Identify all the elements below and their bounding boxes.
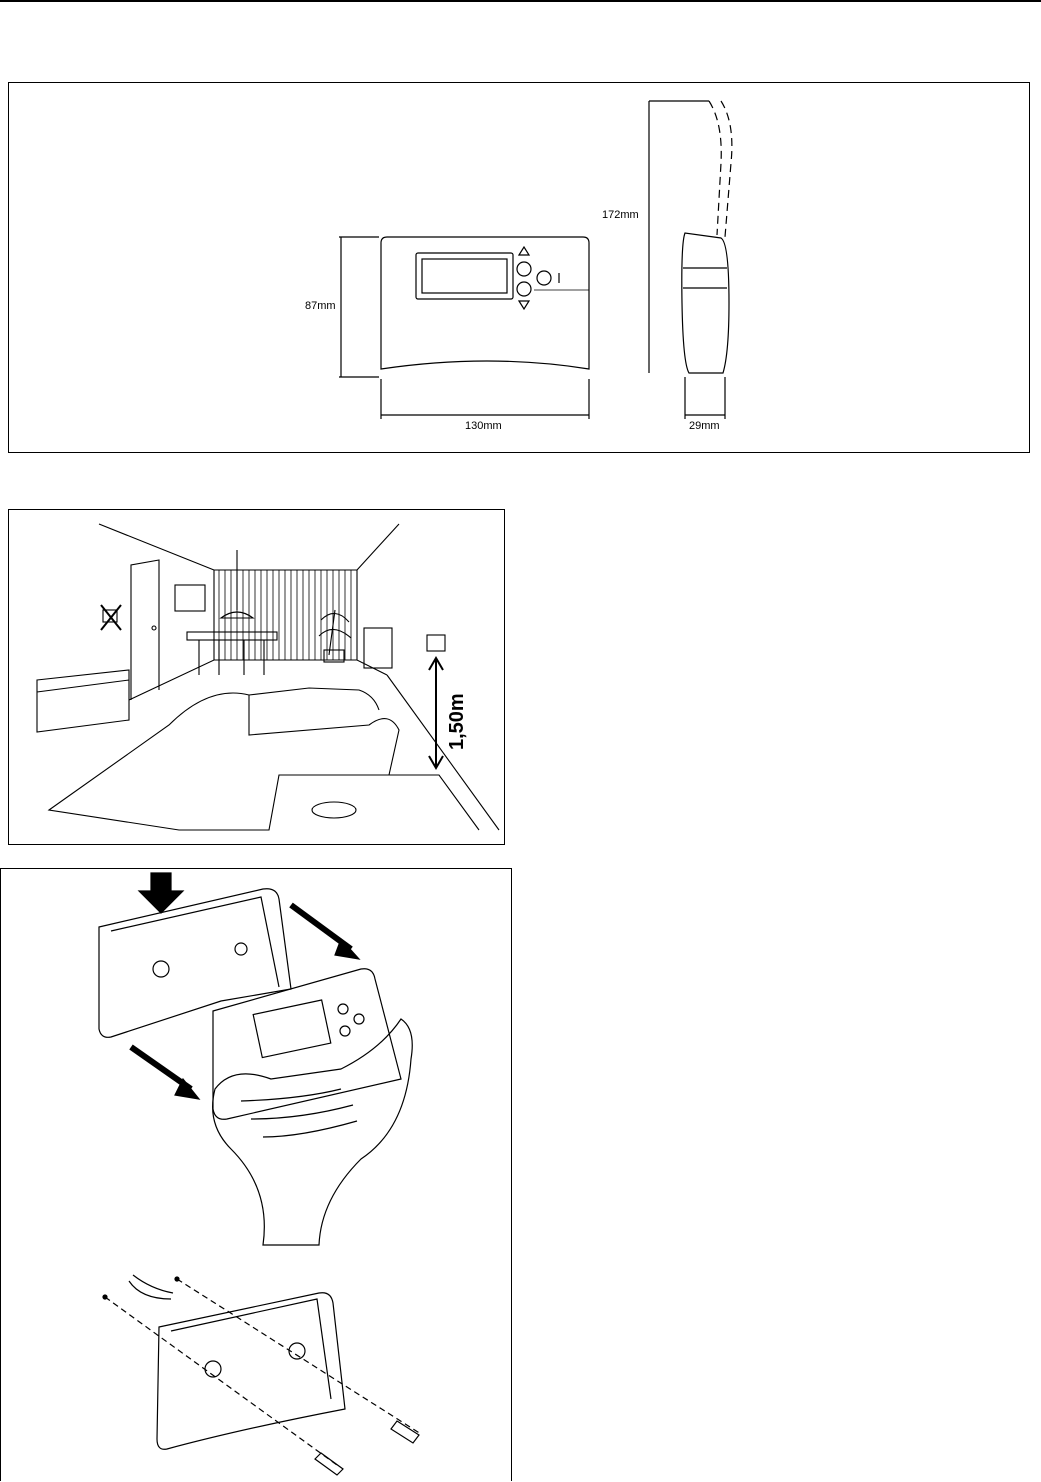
room-placement-figure: 1,50m [8,509,505,845]
display-inner [422,259,507,293]
dimensions-figure: 87mm 130mm 172mm 29mm [8,82,1030,453]
sofa [49,693,399,830]
thermostat-unit [213,969,401,1120]
radiator [364,628,392,668]
mounting-drawing [1,869,513,1482]
striped-wall [219,570,351,660]
open-cover-dashed [709,101,721,235]
height-label: 87mm [305,300,336,312]
dimensions-drawing: 87mm 130mm 172mm 29mm [9,83,1031,454]
wall-plate [99,889,291,1038]
wall-picture [175,585,205,611]
push-down-arrow [139,873,183,913]
unit-display [253,1000,331,1058]
sideboard [37,670,129,732]
thermostat-correct-location [427,635,445,651]
room-drawing: 1,50m [9,510,506,846]
down-arrow-icon [519,301,529,309]
wall-plug-left [315,1453,343,1475]
width-label: 130mm [465,420,502,432]
dining-table [187,632,277,640]
mounting-figure [0,868,512,1481]
mount-height-label: 1,50m [446,693,468,750]
screw-right-path [177,1279,421,1434]
up-button [517,262,531,276]
depth-label: 29mm [689,420,720,432]
down-button [517,282,531,296]
header-rule [0,0,1041,2]
fruit-bowl [312,802,356,818]
plant [319,610,351,655]
wall-plate-lower [157,1293,345,1450]
display-outer [416,253,513,299]
thermostat-front-outline [381,237,589,369]
cable [129,1275,173,1299]
info-button [537,271,551,285]
screw-left-path [105,1297,337,1465]
side-view-outline [682,233,729,373]
overall-height-label: 172mm [602,209,639,221]
up-arrow-icon [519,247,529,255]
